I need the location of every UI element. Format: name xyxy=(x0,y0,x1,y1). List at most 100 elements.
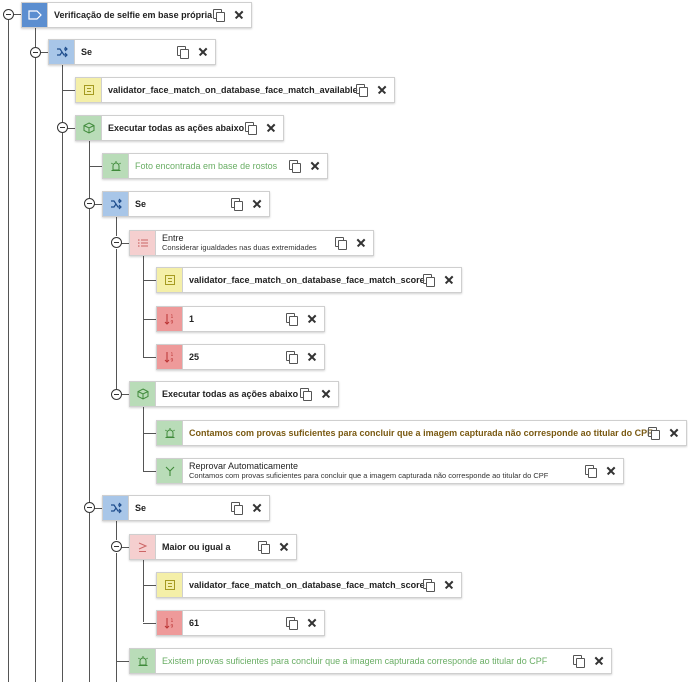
tree-connector xyxy=(89,513,90,682)
tree-connector xyxy=(121,243,130,244)
trigger-icon xyxy=(22,3,48,27)
node-se[interactable]: Se xyxy=(48,39,216,65)
node-reject[interactable]: Reprovar Automaticamente Contamos com pr… xyxy=(156,458,624,484)
svg-text:1: 1 xyxy=(170,352,173,358)
close-icon[interactable] xyxy=(251,502,263,514)
copy-icon[interactable] xyxy=(245,122,257,135)
tree-connector xyxy=(89,209,90,503)
variable-icon xyxy=(76,78,102,102)
close-icon[interactable] xyxy=(376,84,388,96)
node-variable[interactable]: validator_face_match_on_database_face_ma… xyxy=(156,267,462,293)
tree-connector xyxy=(35,57,36,682)
tree-connector xyxy=(67,128,76,129)
tree-connector xyxy=(116,553,117,682)
copy-icon[interactable] xyxy=(286,617,298,630)
svg-text:9: 9 xyxy=(170,624,173,630)
close-icon[interactable] xyxy=(197,46,209,58)
node-execute-all[interactable]: Executar todas as ações abaixo xyxy=(75,115,284,141)
copy-icon[interactable] xyxy=(231,502,243,515)
node-label: Executar todas as ações abaixo xyxy=(162,389,299,399)
close-icon[interactable] xyxy=(233,9,245,21)
close-icon[interactable] xyxy=(605,465,617,477)
collapse-toggle[interactable] xyxy=(111,389,122,400)
node-variable[interactable]: validator_face_match_on_database_face_ma… xyxy=(156,572,462,598)
close-icon[interactable] xyxy=(306,617,318,629)
copy-icon[interactable] xyxy=(573,655,585,668)
close-icon[interactable] xyxy=(593,655,605,667)
copy-icon[interactable] xyxy=(286,351,298,364)
node-label: Se xyxy=(135,199,147,209)
node-between[interactable]: Entre Considerar igualdades nas duas ext… xyxy=(129,230,374,256)
node-sublabel: Contamos com provas suficientes para con… xyxy=(189,471,549,480)
node-label: Contamos com provas suficientes para con… xyxy=(189,428,653,438)
tree-connector xyxy=(35,20,36,47)
copy-icon[interactable] xyxy=(177,46,189,59)
close-icon[interactable] xyxy=(251,198,263,210)
collapse-toggle[interactable] xyxy=(84,198,95,209)
copy-icon[interactable] xyxy=(356,84,368,97)
copy-icon[interactable] xyxy=(213,9,225,22)
copy-icon[interactable] xyxy=(423,579,435,592)
close-icon[interactable] xyxy=(320,388,332,400)
list-icon xyxy=(130,231,156,255)
close-icon[interactable] xyxy=(265,122,277,134)
node-greater-equal[interactable]: Maior ou igual a xyxy=(129,534,297,560)
copy-icon[interactable] xyxy=(289,160,301,173)
tree-connector xyxy=(8,20,9,682)
tree-connector xyxy=(143,471,157,472)
reject-icon xyxy=(157,459,183,483)
close-icon[interactable] xyxy=(443,274,455,286)
close-icon[interactable] xyxy=(309,160,321,172)
node-label: Maior ou igual a xyxy=(162,542,231,552)
node-se[interactable]: Se xyxy=(102,495,270,521)
copy-icon[interactable] xyxy=(648,427,660,440)
close-icon[interactable] xyxy=(278,541,290,553)
alert-icon xyxy=(157,421,183,445)
node-label: Verificação de selfie em base própria xyxy=(54,10,213,20)
copy-icon[interactable] xyxy=(300,388,312,401)
branch-icon xyxy=(49,40,75,64)
close-icon[interactable] xyxy=(306,351,318,363)
copy-icon[interactable] xyxy=(423,274,435,287)
tree-connector xyxy=(143,256,144,358)
node-alert[interactable]: Foto encontrada em base de rostos xyxy=(102,153,328,179)
node-execute-all[interactable]: Executar todas as ações abaixo xyxy=(129,381,339,407)
collapse-toggle[interactable] xyxy=(3,9,14,20)
copy-icon[interactable] xyxy=(335,237,347,250)
branch-icon xyxy=(103,192,129,216)
close-icon[interactable] xyxy=(668,427,680,439)
tree-connector xyxy=(40,52,49,53)
node-label: 1 xyxy=(189,314,195,324)
collapse-toggle[interactable] xyxy=(111,541,122,552)
node-label: Se xyxy=(81,47,93,57)
copy-icon[interactable] xyxy=(231,198,243,211)
node-label: validator_face_match_on_database_face_ma… xyxy=(108,85,358,95)
greater-equal-icon xyxy=(130,535,156,559)
tree-connector xyxy=(14,14,21,15)
collapse-toggle[interactable] xyxy=(30,47,41,58)
node-label: Existem provas suficientes para concluir… xyxy=(162,656,548,666)
tree-connector xyxy=(143,623,157,624)
node-variable[interactable]: validator_face_match_on_database_face_ma… xyxy=(75,77,395,103)
tree-connector xyxy=(143,280,157,281)
collapse-toggle[interactable] xyxy=(57,122,68,133)
close-icon[interactable] xyxy=(443,579,455,591)
node-alert[interactable]: Contamos com provas suficientes para con… xyxy=(156,420,687,446)
collapse-toggle[interactable] xyxy=(111,237,122,248)
collapse-toggle[interactable] xyxy=(84,502,95,513)
copy-icon[interactable] xyxy=(585,465,597,478)
node-root[interactable]: Verificação de selfie em base própria xyxy=(21,2,252,28)
node-se[interactable]: Se xyxy=(102,191,270,217)
close-icon[interactable] xyxy=(306,313,318,325)
tree-connector xyxy=(143,319,157,320)
node-label: Executar todas as ações abaixo xyxy=(108,123,245,133)
node-alert[interactable]: Existem provas suficientes para concluir… xyxy=(129,648,612,674)
copy-icon[interactable] xyxy=(258,541,270,554)
copy-icon[interactable] xyxy=(286,313,298,326)
branch-icon xyxy=(103,496,129,520)
close-icon[interactable] xyxy=(355,237,367,249)
